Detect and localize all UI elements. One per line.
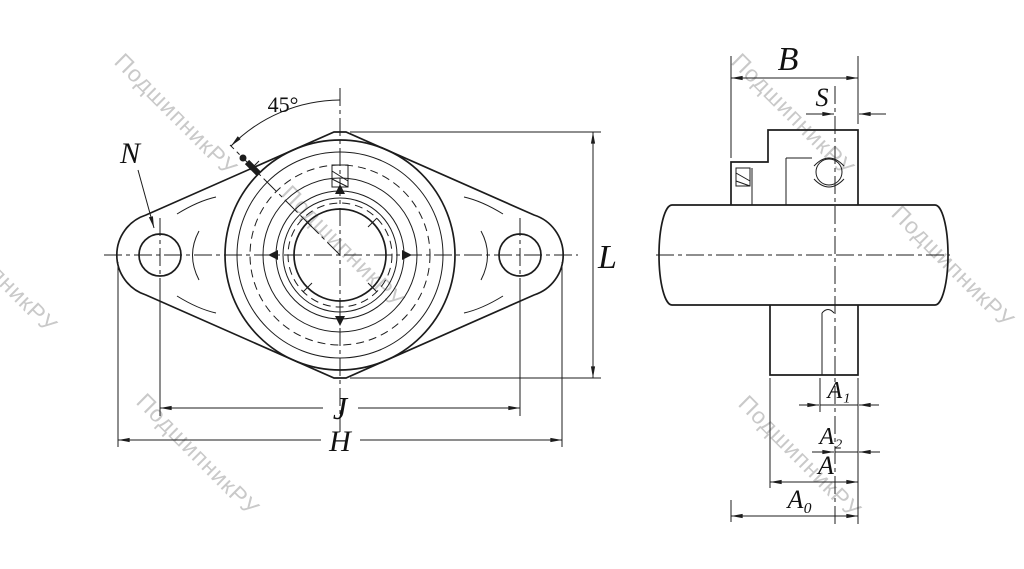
a2-label: A₂ <box>817 424 842 450</box>
a0-label: A₀ <box>786 485 813 514</box>
bolt-slot <box>821 309 835 375</box>
s-label: S <box>816 83 829 112</box>
front-view: 45° N L J <box>104 88 617 458</box>
a1-label: A₁ <box>825 378 850 404</box>
bearing-internals <box>735 157 845 205</box>
bolt-hole-left <box>138 233 182 277</box>
ring-arrows <box>268 184 412 326</box>
angle-annotation: 45° <box>230 92 341 147</box>
dim-h: H <box>117 262 563 458</box>
housing-upper <box>730 129 859 205</box>
dim-a: A <box>769 378 858 488</box>
h-label: H <box>328 425 353 458</box>
dim-j: J <box>159 278 521 426</box>
side-centerlines <box>656 86 950 526</box>
dim-n: N <box>119 137 155 229</box>
j-label: J <box>333 390 349 426</box>
n-label: N <box>119 137 142 170</box>
dim-a1: A₁ <box>799 378 879 524</box>
side-view: B S A₁ A₂ <box>656 41 950 526</box>
angle-label: 45° <box>268 92 299 117</box>
dim-s: S <box>806 83 886 117</box>
flange-outline <box>115 131 565 379</box>
dim-l: L <box>350 131 617 379</box>
casting-lines <box>176 196 504 314</box>
dim-a0: A₀ <box>730 485 858 522</box>
set-screw <box>331 164 349 188</box>
shaft <box>658 204 949 306</box>
housing-lower <box>769 305 859 376</box>
l-label: L <box>597 239 617 276</box>
grease-fitting <box>229 144 341 256</box>
dim-a2: A₂ <box>812 424 880 455</box>
a-label: A <box>816 451 834 480</box>
b-label: B <box>778 41 799 78</box>
dim-b: B <box>730 41 859 158</box>
bolt-hole-right <box>498 233 542 277</box>
